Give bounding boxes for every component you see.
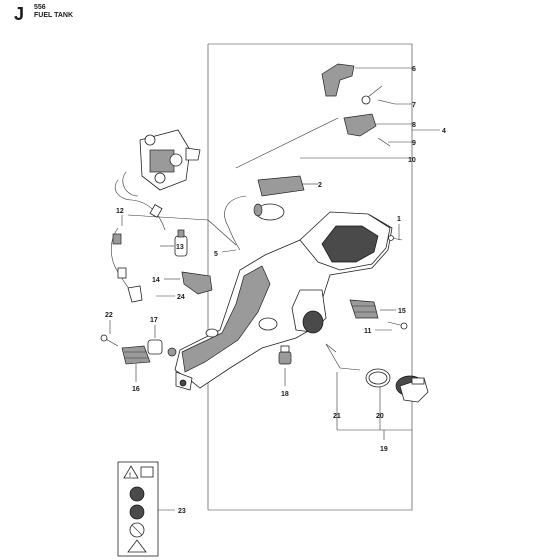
lockout-8 (343, 113, 377, 137)
fuel-tank-housing (174, 211, 393, 391)
damper-16 (121, 345, 151, 365)
callout-13: 13 (176, 244, 184, 251)
callout-18: 18 (281, 391, 289, 398)
callout-7: 7 (412, 102, 416, 109)
callout-4: 4 (442, 128, 446, 135)
callout-12: 12 (116, 208, 124, 215)
callout-8: 8 (412, 122, 416, 129)
callout-20: 20 (376, 413, 384, 420)
callout-9: 9 (412, 140, 416, 147)
callout-17: 17 (150, 317, 158, 324)
callout-1: 1 (397, 216, 401, 223)
pin-9 (377, 137, 391, 147)
callout-6: 6 (412, 66, 416, 73)
fuel-hose-12 (114, 171, 166, 231)
damper-15 (349, 299, 379, 319)
screw-22 (100, 334, 119, 347)
fuel-cap-body (395, 375, 429, 403)
screw-1 (388, 235, 403, 241)
warning-decal-23: ! (117, 461, 159, 557)
throttle-rod-10 (235, 117, 339, 169)
callout-16: 16 (132, 386, 140, 393)
callout-21: 21 (333, 413, 341, 420)
callout-2: 2 (318, 182, 322, 189)
callout-19: 19 (380, 446, 388, 453)
section-title: FUEL TANK (34, 12, 74, 19)
carburetor (139, 129, 201, 191)
bushing-17 (147, 339, 177, 357)
callout-15: 15 (398, 308, 406, 315)
svg-text:!: ! (129, 473, 131, 479)
callout-24: 24 (177, 294, 185, 301)
callout-22: 22 (105, 312, 113, 319)
model-number: 556 (34, 4, 46, 11)
plug-18 (278, 345, 292, 365)
callout-14: 14 (152, 277, 160, 284)
cap-strap-21 (325, 343, 361, 371)
callout-5: 5 (214, 251, 218, 258)
air-intake-ring (253, 203, 263, 217)
callout-10: 10 (408, 157, 416, 164)
spring-7 (361, 85, 383, 105)
callout-labels: 6 7 8 4 9 10 2 1 12 5 13 14 24 15 11 22 … (105, 66, 446, 515)
screw-11 (387, 321, 408, 330)
callout-11: 11 (364, 328, 372, 335)
clip-24 (127, 285, 143, 303)
fuel-filter-13 (174, 229, 188, 257)
fuel-cap-20 (365, 368, 391, 388)
fuel-line-left (110, 227, 133, 293)
bracket-2 (257, 175, 305, 197)
section-letter: J (14, 4, 25, 24)
throttle-trigger-6 (321, 63, 355, 97)
callout-23: 23 (178, 508, 186, 515)
hose-5 (224, 195, 247, 251)
bracket-14 (181, 271, 213, 295)
